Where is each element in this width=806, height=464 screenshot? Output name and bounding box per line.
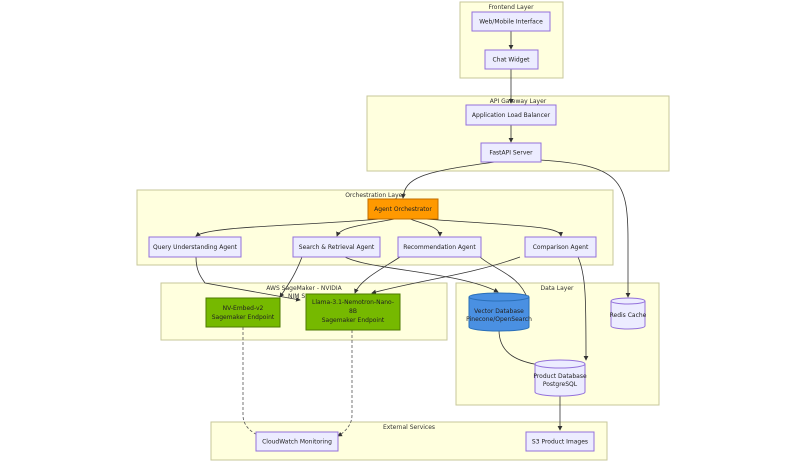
- fastapi-server-node[interactable]: FastAPI Server: [480, 142, 542, 163]
- recommendation-agent-node[interactable]: Recommendation Agent: [397, 236, 482, 258]
- search-retrieval-agent-label: Search & Retrieval Agent: [299, 244, 375, 251]
- edge-fastapi-orch: [401, 161, 496, 199]
- edge-compare-llama: [371, 256, 521, 295]
- redis-cache-node[interactable]: Redis Cache: [610, 297, 647, 330]
- agent-orchestrator-label: Agent Orchestrator: [374, 206, 432, 213]
- s3-product-images-label: S3 Product Images: [532, 439, 588, 446]
- edge-orch-recommend: [409, 218, 443, 237]
- nv-embed-node[interactable]: NV-Embed-v2 Sagemaker Endpoint: [205, 297, 281, 328]
- vector-database-label-2: Pinecone/OpenSearch: [466, 316, 532, 323]
- edge-orch-query: [195, 218, 381, 237]
- web-mobile-interface-node[interactable]: Web/Mobile Interface: [471, 11, 551, 32]
- product-database-label-2: PostgreSQL: [543, 381, 578, 388]
- product-database-node[interactable]: Product Database PostgreSQL: [533, 359, 587, 397]
- sagemaker-layer: AWS SageMaker - NVIDIA NIM Se: [160, 282, 448, 341]
- edge-vector-product: [498, 329, 541, 367]
- comparison-agent-label: Comparison Agent: [533, 244, 589, 251]
- edge-orch-search: [336, 218, 396, 237]
- redis-cache-label: Redis Cache: [610, 312, 647, 319]
- edge-recommend-llama: [354, 256, 401, 294]
- llama-label-2: 8B: [349, 308, 357, 315]
- chat-widget-label: Chat Widget: [492, 57, 530, 64]
- application-load-balancer-node[interactable]: Application Load Balancer: [465, 104, 557, 126]
- edge-embed-cloudwatch: [242, 327, 261, 437]
- nv-embed-label-1: NV-Embed-v2: [223, 305, 264, 312]
- comparison-agent-node[interactable]: Comparison Agent: [524, 236, 597, 258]
- api-gateway-layer-title: API Gateway Layer: [490, 98, 547, 105]
- s3-product-images-node[interactable]: S3 Product Images: [525, 431, 595, 452]
- nim-subgraph-title: NIM Se: [288, 293, 309, 300]
- cloudwatch-monitoring-label: CloudWatch Monitoring: [262, 439, 332, 446]
- edge-search-vector: [344, 256, 499, 293]
- nv-embed-label-2: Sagemaker Endpoint: [212, 314, 275, 321]
- external-layer-title: External Services: [383, 424, 435, 431]
- frontend-layer-title: Frontend Layer: [488, 4, 534, 11]
- product-database-label-1: Product Database: [533, 373, 587, 380]
- data-layer-title: Data Layer: [541, 285, 574, 292]
- edge-orch-compare: [424, 218, 563, 237]
- chat-widget-node[interactable]: Chat Widget: [484, 49, 539, 70]
- vector-database-label-1: Vector Database: [474, 308, 524, 315]
- edge-fastapi-redis: [539, 159, 631, 298]
- edge-recommend-vector: [479, 256, 530, 301]
- llama-nemotron-node[interactable]: Llama-3.1-Nemotron-Nano- 8B Sagemaker En…: [305, 293, 401, 331]
- recommendation-agent-label: Recommendation Agent: [403, 244, 476, 251]
- edge-search-embed: [279, 256, 303, 298]
- llama-label-3: Sagemaker Endpoint: [322, 317, 385, 324]
- web-mobile-interface-label: Web/Mobile Interface: [479, 19, 543, 26]
- cloudwatch-monitoring-node[interactable]: CloudWatch Monitoring: [255, 431, 339, 452]
- sagemaker-layer-title: AWS SageMaker - NVIDIA: [266, 285, 342, 292]
- llama-label-1: Llama-3.1-Nemotron-Nano-: [312, 299, 394, 306]
- agent-orchestrator-node[interactable]: Agent Orchestrator: [367, 198, 439, 220]
- vector-database-node[interactable]: Vector Database Pinecone/OpenSearch: [466, 292, 532, 332]
- query-understanding-agent-node[interactable]: Query Understanding Agent: [148, 236, 242, 258]
- edge-compare-product: [577, 256, 589, 361]
- search-retrieval-agent-node[interactable]: Search & Retrieval Agent: [292, 236, 381, 258]
- edge-llama-cloudwatch: [337, 330, 353, 437]
- query-understanding-agent-label: Query Understanding Agent: [153, 244, 238, 251]
- edge-query-llama: [195, 256, 301, 302]
- orchestration-layer-title: Orchestration Layer: [345, 192, 405, 199]
- application-load-balancer-label: Application Load Balancer: [472, 112, 551, 119]
- fastapi-server-label: FastAPI Server: [489, 150, 533, 157]
